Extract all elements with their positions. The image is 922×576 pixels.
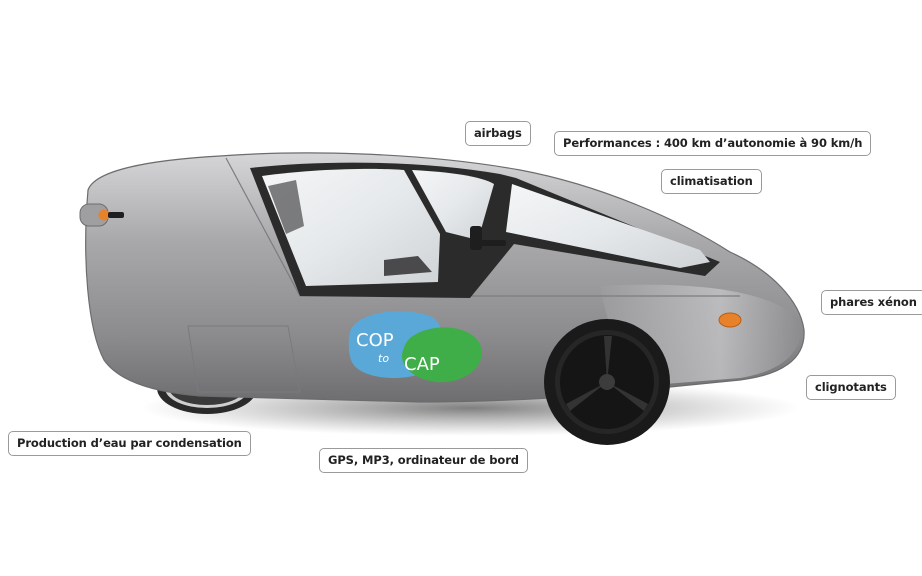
rear-panel (187, 325, 301, 393)
label-production: Production d’eau par condensation (8, 431, 251, 456)
logo-bottom-text: CAP (404, 354, 440, 375)
rear-light (79, 203, 124, 227)
front-window (412, 170, 494, 240)
rear-window (262, 168, 440, 286)
logo-middle-text: to (378, 352, 389, 365)
logo-green-blob (401, 327, 482, 383)
cop-to-cap-logo: COP to CAP (348, 311, 482, 383)
label-phares: phares xénon (821, 290, 922, 315)
seat (268, 180, 304, 234)
windshield (506, 184, 710, 268)
side-mirror (470, 226, 506, 250)
air-vent (384, 256, 432, 276)
front-indicator (718, 312, 742, 328)
label-clignotants: clignotants (806, 375, 896, 400)
front-wheel (544, 319, 670, 445)
logo-top-text: COP (356, 330, 394, 351)
label-gps: GPS, MP3, ordinateur de bord (319, 448, 528, 473)
label-airbags: airbags (465, 121, 531, 146)
label-performances: Performances : 400 km d’autonomie à 90 k… (554, 131, 872, 156)
label-climatisation: climatisation (661, 169, 762, 194)
